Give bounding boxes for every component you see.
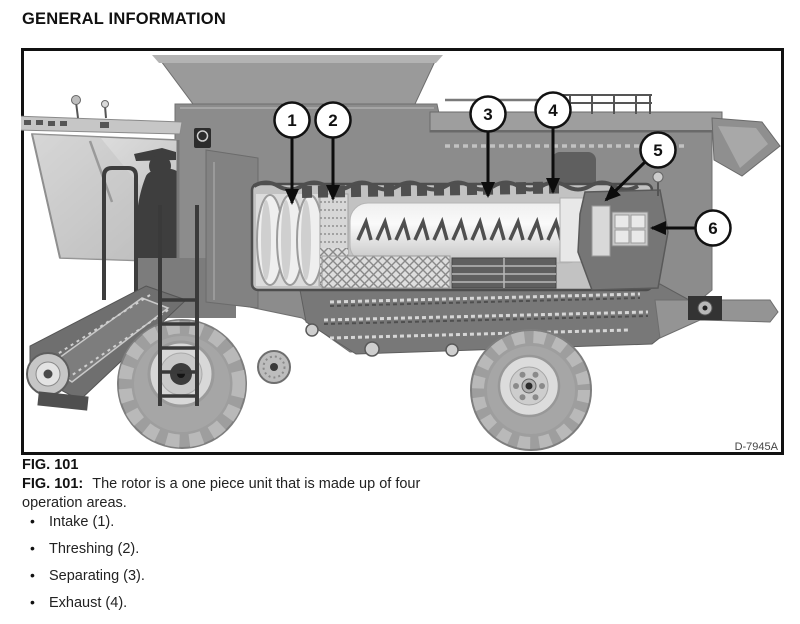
ladder [158,205,199,406]
caption-lead: FIG. 101: [22,476,84,492]
antenna-ball-2 [101,100,109,108]
tire-lugs [118,320,246,448]
callout-3-number: 3 [483,105,492,124]
idler-pulley [257,350,291,384]
callout-2-number: 2 [328,111,337,130]
callout-5: 5 [604,131,677,202]
wiper [88,140,114,203]
callout-4-number: 4 [548,101,558,120]
list-item: • Threshing (2). [30,539,145,558]
operator-silhouette [134,148,178,262]
bullet-icon: • [30,540,35,556]
rear-wheel [470,329,592,451]
badge-glyph [196,130,209,142]
rotor-vanes [356,216,563,241]
page-title: GENERAL INFORMATION [22,10,226,28]
front-wheel [117,319,247,449]
antenna-mast-2 [104,105,107,119]
list-item: • Exhaust (4). [30,593,145,612]
exhaust-grate [451,257,557,289]
combine-illustration [13,55,781,451]
spout-shading [718,126,768,168]
handrail [102,166,138,300]
callout-1-number: 1 [287,111,296,130]
rear-axle-bracket [654,296,779,339]
operation-label: Exhaust (4). [49,595,128,611]
rotor-cage-top [252,180,640,192]
figure-101: 1 2 3 4 [13,48,784,461]
caption-text: The rotor is a one piece unit that is ma… [22,476,421,511]
a-pillar [31,133,61,259]
callout-3: 3 [469,95,507,198]
feeder-house [26,285,187,411]
list-item: • Intake (1). [30,512,145,531]
bullet-icon: • [30,513,35,529]
beater-plate [591,205,611,257]
grain-elevator [205,149,259,309]
rotor-cutaway [250,180,654,292]
operation-label: Intake (1). [49,514,115,530]
bullet-icon: • [30,594,35,610]
bullet-icon: • [30,567,35,583]
rear-tire-lugs [472,331,590,449]
operation-label: Separating (3). [49,568,145,584]
figure-caption: FIG. 101:The rotor is a one piece unit t… [22,475,422,512]
engine-housing [552,152,596,190]
rim-bolts [513,371,545,401]
list-item: • Separating (3). [30,566,145,585]
operation-label: Threshing (2). [49,541,140,557]
separating-grate [321,255,451,289]
callout-6-number: 6 [708,219,717,238]
callout-4: 4 [534,91,572,194]
figure-label: FIG. 101 [22,457,79,473]
cleaning-shoe [299,283,701,357]
combine-diagram: 1 2 3 4 [13,48,784,455]
hopper-lip [152,55,443,63]
callout-2: 2 [314,101,352,201]
callout-5-number: 5 [653,141,662,160]
sensor-ball [652,171,664,183]
discharge-housing [577,171,669,291]
operations-list: • Intake (1). • Threshing (2). • Separat… [30,512,145,620]
callout-6: 6 [650,209,732,247]
feeder-bracket [37,391,89,411]
antenna-ball [71,95,81,105]
callouts: 1 2 3 4 [273,91,732,247]
figure-code: D-7945A [735,441,779,453]
roof-lights [24,120,109,128]
grain-tank-hopper [157,56,438,105]
callout-1: 1 [273,101,311,205]
intake-auger [256,194,324,286]
